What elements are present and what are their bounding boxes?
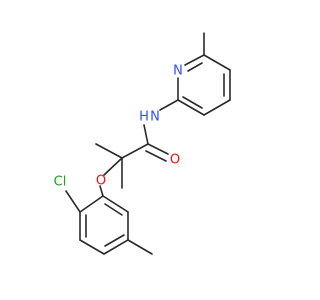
bond-aryl-chlorine (65, 190, 81, 213)
atom-labels: N H N O O Cl (54, 64, 183, 190)
amide-nh-atom: H N (139, 110, 160, 125)
carbonyl-oxygen-label: O (170, 153, 180, 168)
chlorine-atom: Cl (54, 175, 67, 190)
bond-quaternary-ether (103, 157, 123, 176)
bond-pyridine-c4-c3 (203, 99, 231, 116)
bond-aryl-c3-c4 (79, 239, 105, 255)
bond-ether-aryl (99, 185, 104, 197)
bond-aryl-methyl (127, 239, 153, 255)
chlorine-label: Cl (54, 175, 67, 190)
bond-pyridine-n-c6-double (187, 62, 203, 72)
bond-aryl-c4-c5-double (104, 234, 125, 247)
bond-carbonyl-oxygen (147, 143, 169, 155)
carbonyl-oxygen-atom: O (170, 153, 180, 168)
bond-aryl-c1-c2 (79, 195, 104, 213)
bond-pyridine-c3-c2 (177, 99, 205, 116)
amide-nitrogen-label: N (150, 110, 160, 125)
bond-aryl-c6-c1 (102, 195, 129, 213)
bond-aryl-c4-c5 (103, 239, 129, 255)
bond-carbonyl-quaternary (121, 143, 149, 159)
pyridine-nitrogen-atom: N (173, 64, 183, 79)
bond-aryl-c6-c1-double (104, 203, 123, 216)
bond-pyridine-c6-c5 (203, 54, 231, 71)
bond-nh-carbonyl (143, 124, 149, 145)
bonds (65, 32, 231, 255)
bond-pyridine-c3-c2-double (182, 96, 203, 109)
ether-oxygen-label: O (96, 174, 106, 189)
bond-carbonyl-oxygen-double (145, 150, 167, 162)
ether-oxygen-atom: O (96, 174, 106, 189)
molecule-structure: N H N O O Cl (54, 32, 231, 255)
pyridine-nitrogen-label: N (173, 64, 183, 79)
bond-pyridine-n-c6 (184, 54, 205, 66)
bond-quaternary-methyl-left (95, 143, 123, 159)
bond-nh-pyridine (159, 99, 179, 111)
amide-hydrogen-label: H (139, 110, 149, 125)
